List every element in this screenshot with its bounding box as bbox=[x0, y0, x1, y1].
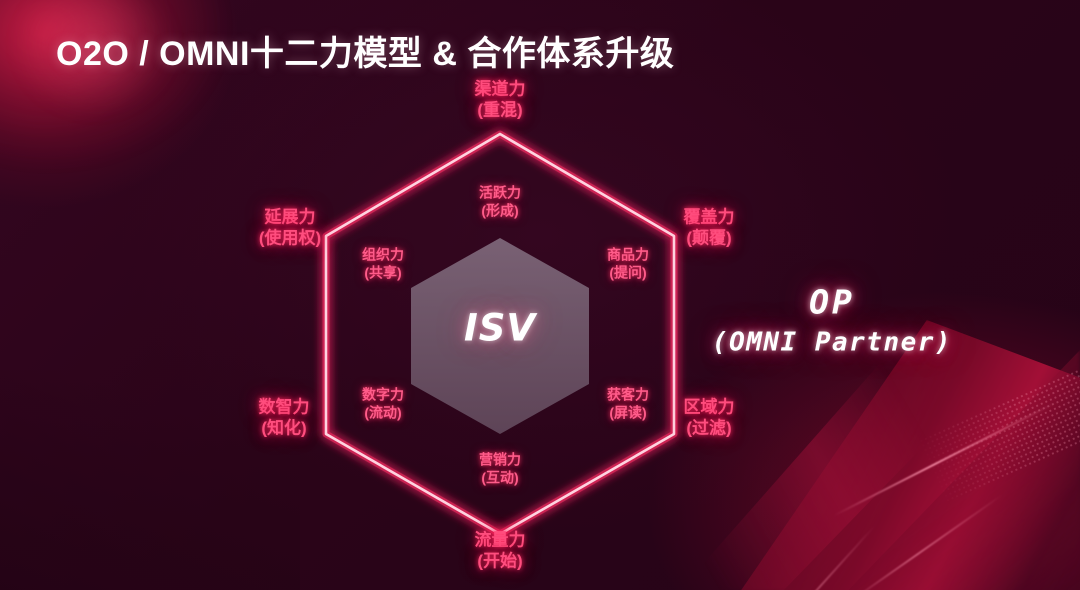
op-subtitle: (OMNI Partner) bbox=[711, 327, 953, 358]
vertex-label-bottom: 流量力 (开始) bbox=[475, 530, 526, 571]
vertex-title: 区域力 bbox=[683, 397, 735, 417]
background-glow-top-left-inner bbox=[10, 0, 180, 120]
vertex-label-top-left: 延展力 (使用权) bbox=[259, 207, 321, 248]
op-title: OP bbox=[809, 282, 855, 322]
vertex-label-bottom-right: 区域力 (过滤) bbox=[684, 397, 735, 438]
inner-sub: (流动) bbox=[364, 404, 402, 420]
inner-sub: (屏读) bbox=[609, 404, 647, 420]
vertex-sub: (知化) bbox=[261, 418, 307, 437]
vertex-sub: (使用权) bbox=[258, 228, 322, 247]
inner-label-bottom-right: 获客力 (屏读) bbox=[607, 387, 649, 422]
inner-title: 商品力 bbox=[607, 246, 649, 263]
inner-sub: (提问) bbox=[609, 264, 647, 280]
inner-title: 组织力 bbox=[362, 246, 404, 263]
inner-label-bottom: 营销力 (互动) bbox=[479, 452, 521, 487]
background-glow-top-left bbox=[0, 0, 230, 170]
page-title: O2O / OMNI十二力模型 & 合作体系升级 bbox=[56, 35, 675, 73]
vertex-sub: (开始) bbox=[477, 551, 523, 570]
inner-label-top-left: 组织力 (共享) bbox=[362, 247, 404, 282]
inner-sub: (互动) bbox=[481, 469, 519, 485]
inner-title: 营销力 bbox=[479, 451, 521, 468]
vertex-sub: (颠覆) bbox=[686, 228, 732, 247]
inner-title: 获客力 bbox=[607, 386, 649, 403]
inner-sub: (形成) bbox=[481, 202, 519, 218]
vertex-sub: (过滤) bbox=[686, 418, 732, 437]
inner-title: 数字力 bbox=[362, 386, 404, 403]
inner-label-bottom-left: 数字力 (流动) bbox=[362, 387, 404, 422]
outer-hexagon-stroke bbox=[324, 132, 676, 536]
inner-label-top-right: 商品力 (提问) bbox=[607, 247, 649, 282]
vertex-label-bottom-left: 数智力 (知化) bbox=[259, 397, 310, 438]
inner-label-top: 活跃力 (形成) bbox=[479, 185, 521, 220]
vertex-sub: (重混) bbox=[477, 100, 523, 119]
inner-hexagon-fill bbox=[411, 238, 589, 434]
vertex-title: 流量力 bbox=[474, 530, 526, 550]
inner-sub: (共享) bbox=[364, 264, 402, 280]
vertex-title: 数智力 bbox=[258, 397, 310, 417]
vertex-label-top-right: 覆盖力 (颠覆) bbox=[684, 207, 735, 248]
vertex-title: 渠道力 bbox=[474, 79, 526, 99]
vertex-title: 覆盖力 bbox=[683, 207, 735, 227]
vertex-title: 延展力 bbox=[264, 207, 316, 227]
vertex-label-top: 渠道力 (重混) bbox=[475, 79, 526, 120]
center-label-isv: ISV bbox=[463, 306, 537, 350]
background-corner-shade-bottom-left bbox=[0, 370, 300, 590]
op-callout: OP (OMNI Partner) bbox=[712, 283, 952, 358]
inner-title: 活跃力 bbox=[479, 184, 521, 201]
